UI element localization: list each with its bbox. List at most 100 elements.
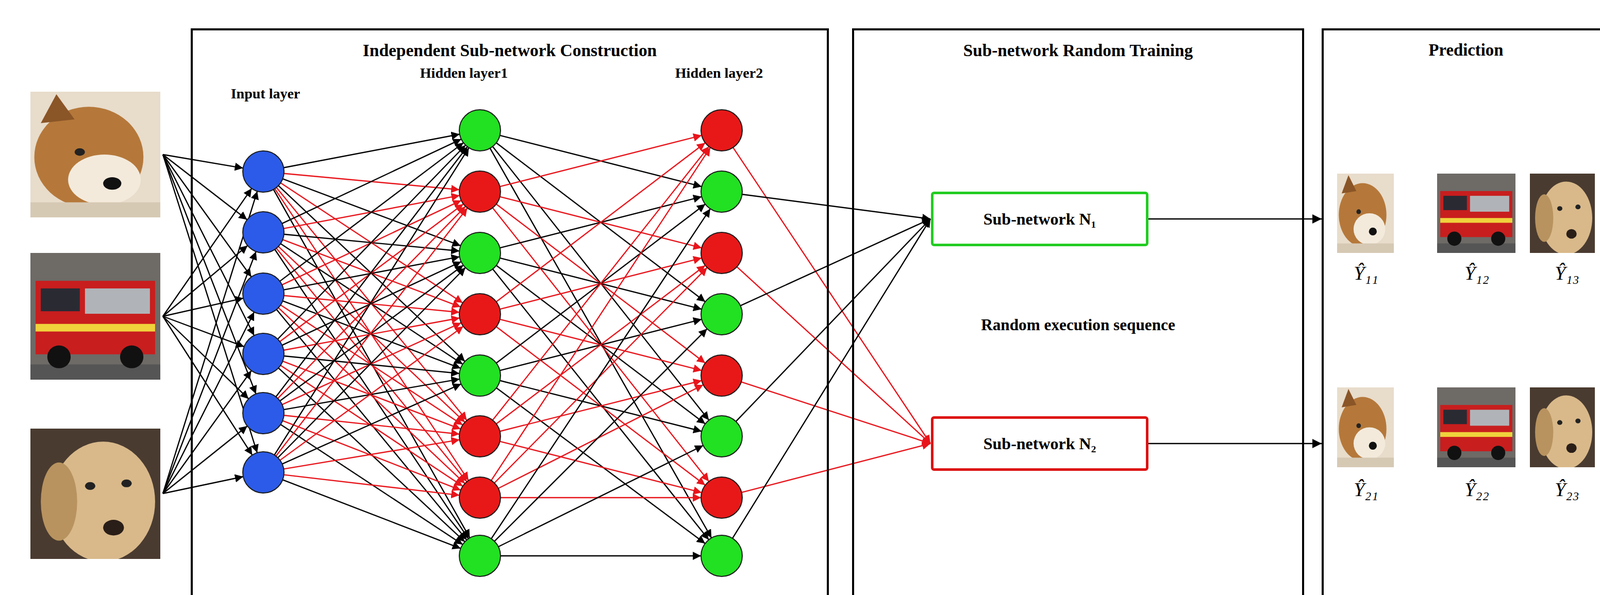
prediction-image <box>1337 173 1394 254</box>
prediction-image <box>1529 173 1595 255</box>
network-link <box>276 248 467 482</box>
panel-text: Prediction <box>1323 40 1600 61</box>
network-link <box>162 370 252 494</box>
network-link <box>500 135 702 187</box>
network-link <box>279 326 463 461</box>
network-link <box>732 147 931 444</box>
network-link <box>276 309 467 541</box>
network-link <box>283 379 460 410</box>
network-link <box>162 251 257 494</box>
network-link <box>284 475 460 496</box>
network-link <box>283 318 460 351</box>
neuron <box>701 109 743 152</box>
network-link <box>277 267 466 458</box>
prediction-image <box>1437 387 1516 468</box>
network-link <box>281 323 461 406</box>
network-link <box>279 204 464 342</box>
neuron <box>459 232 501 274</box>
network-link <box>162 298 244 317</box>
network-link <box>741 381 931 444</box>
network-link <box>736 219 931 422</box>
layer-label: Hidden layer2 <box>675 64 763 82</box>
prediction-label: Ŷ₁₂ <box>1464 261 1490 286</box>
input-image <box>30 91 161 218</box>
subnetwork-box: Sub-network N₁ <box>930 191 1149 247</box>
neuron <box>242 333 285 375</box>
panel-text: Independent Sub-network Construction <box>192 40 827 61</box>
network-link <box>275 208 468 457</box>
network-link <box>282 421 461 491</box>
network-link <box>162 316 245 347</box>
neuron <box>701 477 743 519</box>
panel-text: Random execution sequence <box>854 315 1303 336</box>
layer-label: Input layer <box>230 85 301 103</box>
network-link <box>498 385 704 489</box>
network-link <box>494 328 707 542</box>
prediction-images <box>1337 173 1595 470</box>
neuron <box>459 477 501 519</box>
input-images <box>30 91 161 562</box>
neuron <box>242 452 285 494</box>
network-link <box>283 134 460 168</box>
neuron <box>459 535 501 577</box>
network-link <box>500 135 702 187</box>
network-link <box>496 142 706 303</box>
neuron <box>242 392 285 435</box>
neuron <box>459 293 501 336</box>
network-link <box>491 147 711 481</box>
network-link <box>274 249 469 540</box>
network-link <box>496 326 706 486</box>
prediction-label: Ŷ₁₁ <box>1353 261 1379 286</box>
network-link <box>741 443 931 493</box>
network-link <box>279 265 464 402</box>
stage-panel: Sub-network Random TrainingRandom execut… <box>852 28 1305 595</box>
box-label: Sub-network N₁ <box>983 209 1097 229</box>
network-link <box>491 208 711 539</box>
input-image <box>30 253 161 380</box>
network-link <box>496 142 706 303</box>
neuron <box>701 535 743 577</box>
subnetwork-box: Sub-network N₂ <box>930 416 1149 472</box>
prediction-label: Ŷ₂₁ <box>1353 478 1379 503</box>
flow-arrow <box>1148 218 1322 221</box>
network-link <box>732 219 931 539</box>
neuron <box>459 355 501 397</box>
network-link <box>162 154 257 395</box>
network-links <box>162 134 931 557</box>
neuron <box>242 151 285 193</box>
network-link <box>162 426 248 494</box>
network-link <box>496 388 706 544</box>
neuron <box>701 171 743 213</box>
flow-arrow <box>1148 443 1322 445</box>
network-link <box>280 305 463 426</box>
box-label: Sub-network N₂ <box>983 434 1097 454</box>
neuron <box>701 415 743 458</box>
neuron <box>242 273 285 315</box>
network-link <box>500 497 702 499</box>
prediction-image <box>1437 173 1516 254</box>
network-link <box>274 147 469 456</box>
network-link <box>281 139 462 224</box>
prediction-label: Ŷ₁₃ <box>1554 261 1580 286</box>
network-link <box>500 380 702 432</box>
network-link <box>280 365 463 487</box>
neural-network <box>162 109 931 577</box>
network-link <box>277 145 466 340</box>
prediction-image <box>1337 387 1394 468</box>
neuron <box>242 211 285 254</box>
network-link <box>742 194 931 220</box>
network-link <box>275 146 468 397</box>
network-link <box>492 146 709 421</box>
network-link <box>737 267 931 444</box>
neurons <box>242 109 743 577</box>
network-link <box>492 207 709 482</box>
network-link <box>162 154 244 169</box>
layer-label: Hidden layer1 <box>420 64 508 82</box>
panel-text: Sub-network Random Training <box>854 40 1303 61</box>
network-link <box>162 476 244 494</box>
network-link <box>162 312 255 494</box>
input-image <box>30 428 161 562</box>
network-link <box>492 269 709 540</box>
network-link <box>500 441 702 493</box>
